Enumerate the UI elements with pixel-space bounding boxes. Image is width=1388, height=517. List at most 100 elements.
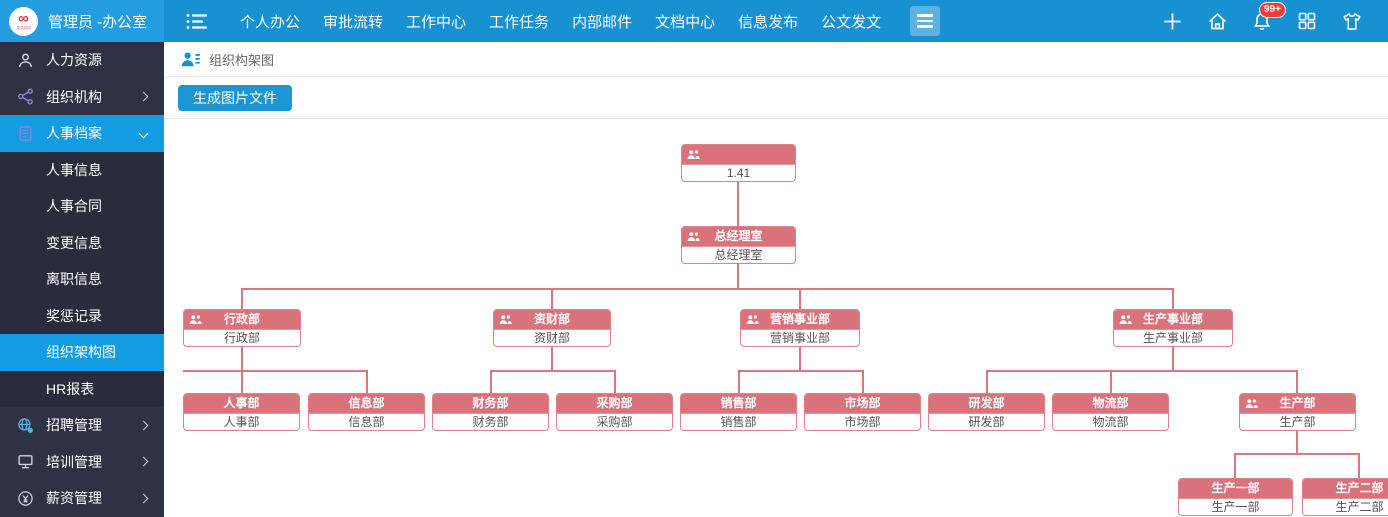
chevron-right-icon <box>138 420 149 431</box>
sidebar-item-8[interactable]: 组织架构图 <box>0 334 164 371</box>
org-node-name: 信息部 <box>309 413 424 430</box>
org-node-title <box>682 145 795 164</box>
topnav-item-4[interactable]: 内部邮件 <box>572 13 633 31</box>
org-node-name: 生产一部 <box>1179 498 1292 515</box>
org-connector <box>1296 370 1298 393</box>
sidebar-item-1[interactable]: 组织机构 <box>0 79 164 116</box>
page-title: 组织构架图 <box>209 52 275 68</box>
org-connector <box>490 370 616 372</box>
more-menu-icon[interactable] <box>910 6 941 36</box>
topnav-item-7[interactable]: 公文发文 <box>821 13 882 31</box>
group-people-icon <box>1245 398 1258 409</box>
org-node-name: 资财部 <box>494 329 610 346</box>
page-header: 组织构架图 <box>164 42 1388 77</box>
sidebar-item-11[interactable]: 培训管理 <box>0 444 164 481</box>
org-node-yingxiao[interactable]: 营销事业部营销事业部 <box>740 309 860 347</box>
org-node-name: 研发部 <box>929 413 1044 430</box>
sidebar-item-2[interactable]: 人事档案 <box>0 115 164 152</box>
org-connector <box>799 346 801 372</box>
group-people-icon <box>746 314 759 325</box>
org-node-title: 总经理室 <box>682 227 795 246</box>
org-connector <box>1110 370 1112 393</box>
sidebar-item-label: 离职信息 <box>46 271 102 288</box>
generate-image-button[interactable]: 生成图片文件 <box>178 84 292 111</box>
sidebar-item-label: 人事合同 <box>46 198 102 215</box>
org-connector <box>1172 346 1174 372</box>
org-node-title: 生产一部 <box>1179 479 1292 498</box>
org-node-name: 财务部 <box>433 413 548 430</box>
org-node-caiwu[interactable]: 财务部财务部 <box>432 393 549 431</box>
group-people-icon <box>1119 314 1132 325</box>
org-node-title: 销售部 <box>681 394 796 413</box>
sidebar-item-10[interactable]: 招聘管理 <box>0 407 164 444</box>
org-connector <box>551 288 553 311</box>
org-node-shengchanshiye[interactable]: 生产事业部生产事业部 <box>1113 309 1233 347</box>
topnav-item-5[interactable]: 文档中心 <box>655 13 716 31</box>
org-node-shengchan1[interactable]: 生产一部生产一部 <box>1178 478 1293 516</box>
sidebar-item-label: 组织机构 <box>46 88 102 105</box>
org-node-name: 生产部 <box>1240 413 1355 430</box>
group-people-icon <box>189 314 202 325</box>
org-connector <box>1358 453 1360 480</box>
sidebar-item-label: 人力资源 <box>46 52 102 69</box>
sidebar-item-label: 薪资管理 <box>46 490 102 507</box>
sidebar-item-9[interactable]: HR报表 <box>0 370 164 407</box>
org-node-xingzheng[interactable]: 行政部行政部 <box>183 309 301 347</box>
sidebar-item-5[interactable]: 变更信息 <box>0 224 164 261</box>
org-node-name: 销售部 <box>681 413 796 430</box>
training-icon <box>15 452 35 472</box>
theme-shirt-icon[interactable] <box>1341 10 1363 32</box>
notifications-bell-icon[interactable]: 99+ <box>1251 2 1286 32</box>
org-connector <box>862 370 864 393</box>
apps-grid-icon[interactable] <box>1296 10 1318 32</box>
topnav-item-0[interactable]: 个人办公 <box>240 13 301 31</box>
org-node-zicai[interactable]: 资财部资财部 <box>493 309 611 347</box>
org-connector <box>183 370 368 372</box>
org-connector <box>551 346 553 372</box>
org-connector <box>986 370 1298 372</box>
org-node-xinxi[interactable]: 信息部信息部 <box>308 393 425 431</box>
org-connector <box>737 181 739 226</box>
topnav-item-2[interactable]: 工作中心 <box>406 13 467 31</box>
org-node-title: 采购部 <box>557 394 672 413</box>
menu-fold-icon[interactable] <box>185 13 208 30</box>
chevron-right-icon <box>138 456 149 467</box>
org-node-wuliu[interactable]: 物流部物流部 <box>1052 393 1169 431</box>
org-connector <box>986 370 988 393</box>
org-node-xiaoshou[interactable]: 销售部销售部 <box>680 393 797 431</box>
org-node-shengchan[interactable]: 生产部生产部 <box>1239 393 1356 431</box>
sidebar-item-0[interactable]: 人力资源 <box>0 42 164 79</box>
org-connector <box>1234 453 1236 480</box>
home-icon[interactable] <box>1206 10 1228 32</box>
org-node-shengchan2[interactable]: 生产二部生产二部 <box>1302 478 1388 516</box>
topnav-item-3[interactable]: 工作任务 <box>489 13 550 31</box>
org-node-title: 物流部 <box>1053 394 1168 413</box>
sidebar-item-4[interactable]: 人事合同 <box>0 188 164 225</box>
brand-area: ∞ 华天动力 管理员 -办公室 <box>0 0 164 42</box>
org-node-name: 生产事业部 <box>1114 329 1232 346</box>
org-node-caigou[interactable]: 采购部采购部 <box>556 393 673 431</box>
org-node-yanfa[interactable]: 研发部研发部 <box>928 393 1045 431</box>
topnav-item-1[interactable]: 审批流转 <box>323 13 384 31</box>
group-people-icon <box>687 231 700 242</box>
org-connector <box>490 370 492 393</box>
org-node-shichang[interactable]: 市场部市场部 <box>804 393 921 431</box>
sidebar-item-3[interactable]: 人事信息 <box>0 151 164 188</box>
org-node-zongjingli[interactable]: 总经理室总经理室 <box>681 226 796 264</box>
sidebar-item-7[interactable]: 奖惩记录 <box>0 297 164 334</box>
org-node-name: 总经理室 <box>682 246 795 263</box>
org-connector <box>241 288 1174 290</box>
org-node-root[interactable]: 1.41 <box>681 144 796 182</box>
plus-icon[interactable] <box>1161 10 1183 32</box>
org-connector <box>799 288 801 311</box>
topnav-item-6[interactable]: 信息发布 <box>738 13 799 31</box>
org-node-name: 物流部 <box>1053 413 1168 430</box>
org-node-name: 1.41 <box>682 164 795 181</box>
org-connector <box>241 288 243 311</box>
org-node-renshi[interactable]: 人事部人事部 <box>183 393 300 431</box>
sidebar-item-6[interactable]: 离职信息 <box>0 261 164 298</box>
sidebar-item-12[interactable]: 薪资管理 <box>0 480 164 517</box>
sidebar-item-label: 人事信息 <box>46 161 102 178</box>
chevron-down-icon <box>138 128 149 139</box>
